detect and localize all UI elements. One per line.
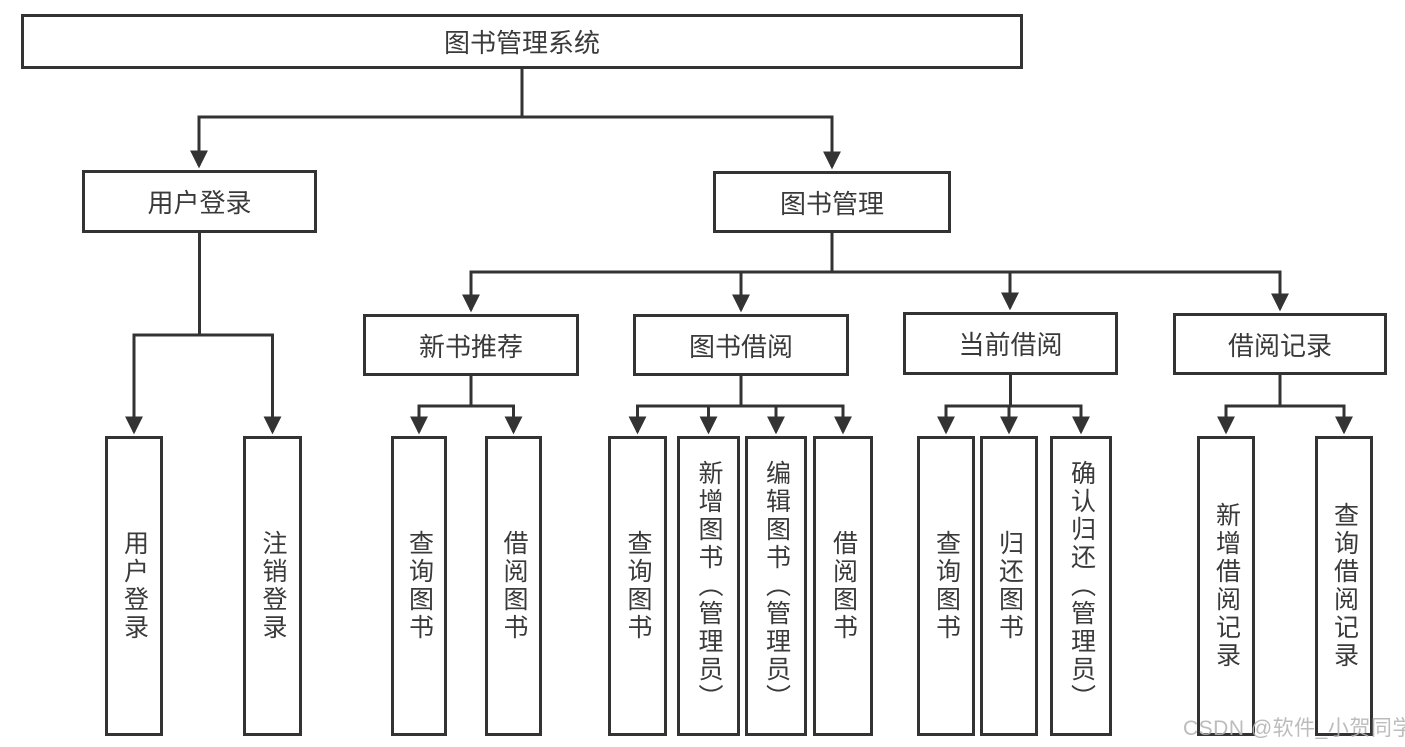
leaf-query-borrow-record-label: 查询借阅记录	[1330, 502, 1359, 670]
leaf-user-login-label: 用户登录	[120, 530, 149, 642]
leaf-edit-books-admin-label: 编辑图书（管理员）	[762, 460, 791, 712]
leaf-query-books-borrow-label: 查询图书	[624, 530, 652, 642]
leaf-return-books: 归还图书	[980, 436, 1038, 736]
node-book-borrow: 图书借阅	[633, 314, 849, 376]
leaf-confirm-return-admin-label: 确认归还（管理员）	[1067, 460, 1096, 712]
leaf-confirm-return-admin: 确认归还（管理员）	[1050, 436, 1112, 736]
leaf-query-books-current: 查询图书	[917, 436, 975, 736]
leaf-query-books-rec-label: 查询图书	[405, 530, 434, 642]
connector-book-mgmt-children	[462, 233, 1289, 313]
node-root-system: 图书管理系统	[21, 14, 1023, 69]
node-new-book-rec: 新书推荐	[363, 314, 579, 376]
node-user-login-label: 用户登录	[147, 188, 252, 218]
leaf-borrow-books: 借阅图书	[813, 436, 873, 736]
connector-book-borrow-children	[628, 376, 852, 435]
connector-current-borrow-children	[937, 375, 1090, 435]
node-book-borrow-label: 图书借阅	[688, 331, 793, 362]
leaf-borrow-books-rec: 借阅图书	[485, 436, 542, 736]
leaf-add-borrow-record: 新增借阅记录	[1197, 436, 1255, 736]
leaf-borrow-books-label: 借阅图书	[829, 530, 858, 642]
leaf-add-books-admin-label: 新增图书（管理员）	[695, 460, 723, 712]
leaf-query-borrow-record: 查询借阅记录	[1315, 436, 1373, 736]
connector-new-book-rec-children	[410, 376, 523, 435]
node-borrow-records-label: 借阅记录	[1227, 330, 1332, 361]
leaf-query-books-rec: 查询图书	[391, 436, 447, 736]
leaf-add-borrow-record-label: 新增借阅记录	[1212, 502, 1241, 670]
leaf-add-books-admin: 新增图书（管理员）	[677, 436, 740, 736]
leaf-logout: 注销登录	[243, 436, 302, 736]
node-current-borrow: 当前借阅	[903, 312, 1118, 375]
node-book-mgmt-label: 图书管理	[779, 188, 884, 219]
node-current-borrow-label: 当前借阅	[958, 330, 1063, 360]
node-root-label: 图书管理系统	[443, 28, 600, 58]
node-new-book-rec-label: 新书推荐	[418, 331, 523, 362]
leaf-return-books-label: 归还图书	[995, 530, 1024, 642]
leaf-query-books-current-label: 查询图书	[932, 530, 961, 642]
csdn-watermark: CSDN @软件_小贺同学	[1183, 717, 1405, 740]
leaf-user-login: 用户登录	[105, 436, 163, 736]
leaf-query-books-borrow: 查询图书	[608, 436, 667, 736]
node-user-login: 用户登录	[82, 170, 317, 233]
connector-user-login-children	[125, 233, 282, 435]
leaf-logout-label: 注销登录	[259, 530, 287, 642]
node-borrow-records: 借阅记录	[1173, 313, 1387, 375]
connector-root-to-level1	[190, 69, 841, 170]
node-book-mgmt: 图书管理	[713, 171, 951, 233]
leaf-edit-books-admin: 编辑图书（管理员）	[745, 436, 807, 736]
connector-borrow-records-children	[1217, 375, 1353, 435]
leaf-borrow-books-rec-label: 借阅图书	[500, 530, 528, 642]
